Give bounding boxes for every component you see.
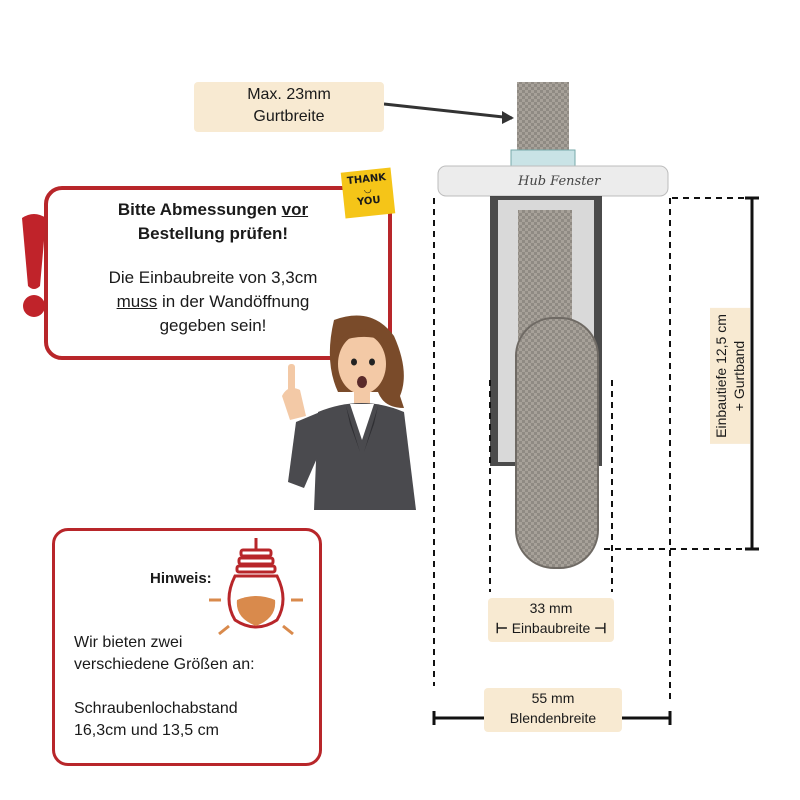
strap-reel bbox=[515, 317, 599, 569]
warning-exclamation-icon bbox=[22, 214, 46, 317]
gurtbreite-label: Max. 23mm Gurtbreite bbox=[194, 82, 384, 132]
warning-title-part1: Bitte Abmessungen bbox=[117, 200, 282, 219]
warning-body-line2: muss in der Wandöffnung bbox=[78, 290, 348, 314]
hint-box bbox=[52, 528, 322, 766]
hint-line4: 16,3cm und 13,5 cm bbox=[74, 722, 219, 739]
gurtbreite-value: Max. 23mm bbox=[247, 86, 331, 103]
blendenbreite-name: Blendenbreite bbox=[509, 710, 597, 726]
gurtbreite-name: Gurtbreite bbox=[253, 108, 325, 125]
blendenbreite-label: 55 mm Blendenbreite bbox=[484, 688, 622, 732]
strap-top bbox=[517, 82, 569, 154]
einbautiefe-value: Einbautiefe 12,5 cm bbox=[713, 314, 729, 438]
warning-body-line1: Die Einbaubreite von 3,3cm bbox=[108, 268, 318, 287]
einbaubreite-value: 33 mm bbox=[529, 600, 573, 616]
einbautiefe-label: Einbautiefe 12,5 cm + Gurtband bbox=[710, 308, 750, 444]
einbautiefe-extra: + Gurtband bbox=[731, 340, 747, 412]
lightbulb-icon bbox=[209, 538, 303, 636]
warning-body-emph: muss bbox=[116, 292, 158, 311]
hint-title: Hinweis: bbox=[150, 570, 212, 587]
einbaubreite-label: 33 mm ⊢ Einbaubreite ⊣ bbox=[488, 598, 614, 642]
hint-body: Wir bieten zwei verschiedene Größen an: … bbox=[74, 632, 310, 742]
gurtbreite-arrow bbox=[383, 102, 513, 120]
woman-pointing-illustration bbox=[282, 315, 416, 510]
hint-line3: Schraubenlochabstand bbox=[74, 700, 238, 717]
warning-title: Bitte Abmessungen vor bbox=[78, 198, 348, 222]
warning-body-part2: in der Wandöffnung bbox=[157, 292, 310, 311]
einbaubreite-name: Einbaubreite bbox=[511, 620, 591, 636]
warning-text: Bitte Abmessungen vor Bestellung prüfen!… bbox=[78, 198, 348, 338]
thank-you-sticky-note: THANK ◡ YOU bbox=[340, 167, 396, 219]
warning-title-emph: vor bbox=[281, 200, 309, 219]
hint-line2: verschiedene Größen an: bbox=[74, 656, 255, 673]
strap-clip bbox=[510, 149, 576, 169]
einbaubreite-row: ⊢ Einbaubreite ⊣ bbox=[495, 620, 607, 636]
blendenbreite-value: 55 mm bbox=[531, 690, 575, 706]
hint-line1: Wir bieten zwei bbox=[74, 634, 183, 651]
brand-logo: Hub Fenster bbox=[518, 174, 601, 189]
warning-title-part2: Bestellung prüfen! bbox=[137, 224, 289, 243]
warning-body-line3: gegeben sein! bbox=[159, 316, 267, 335]
